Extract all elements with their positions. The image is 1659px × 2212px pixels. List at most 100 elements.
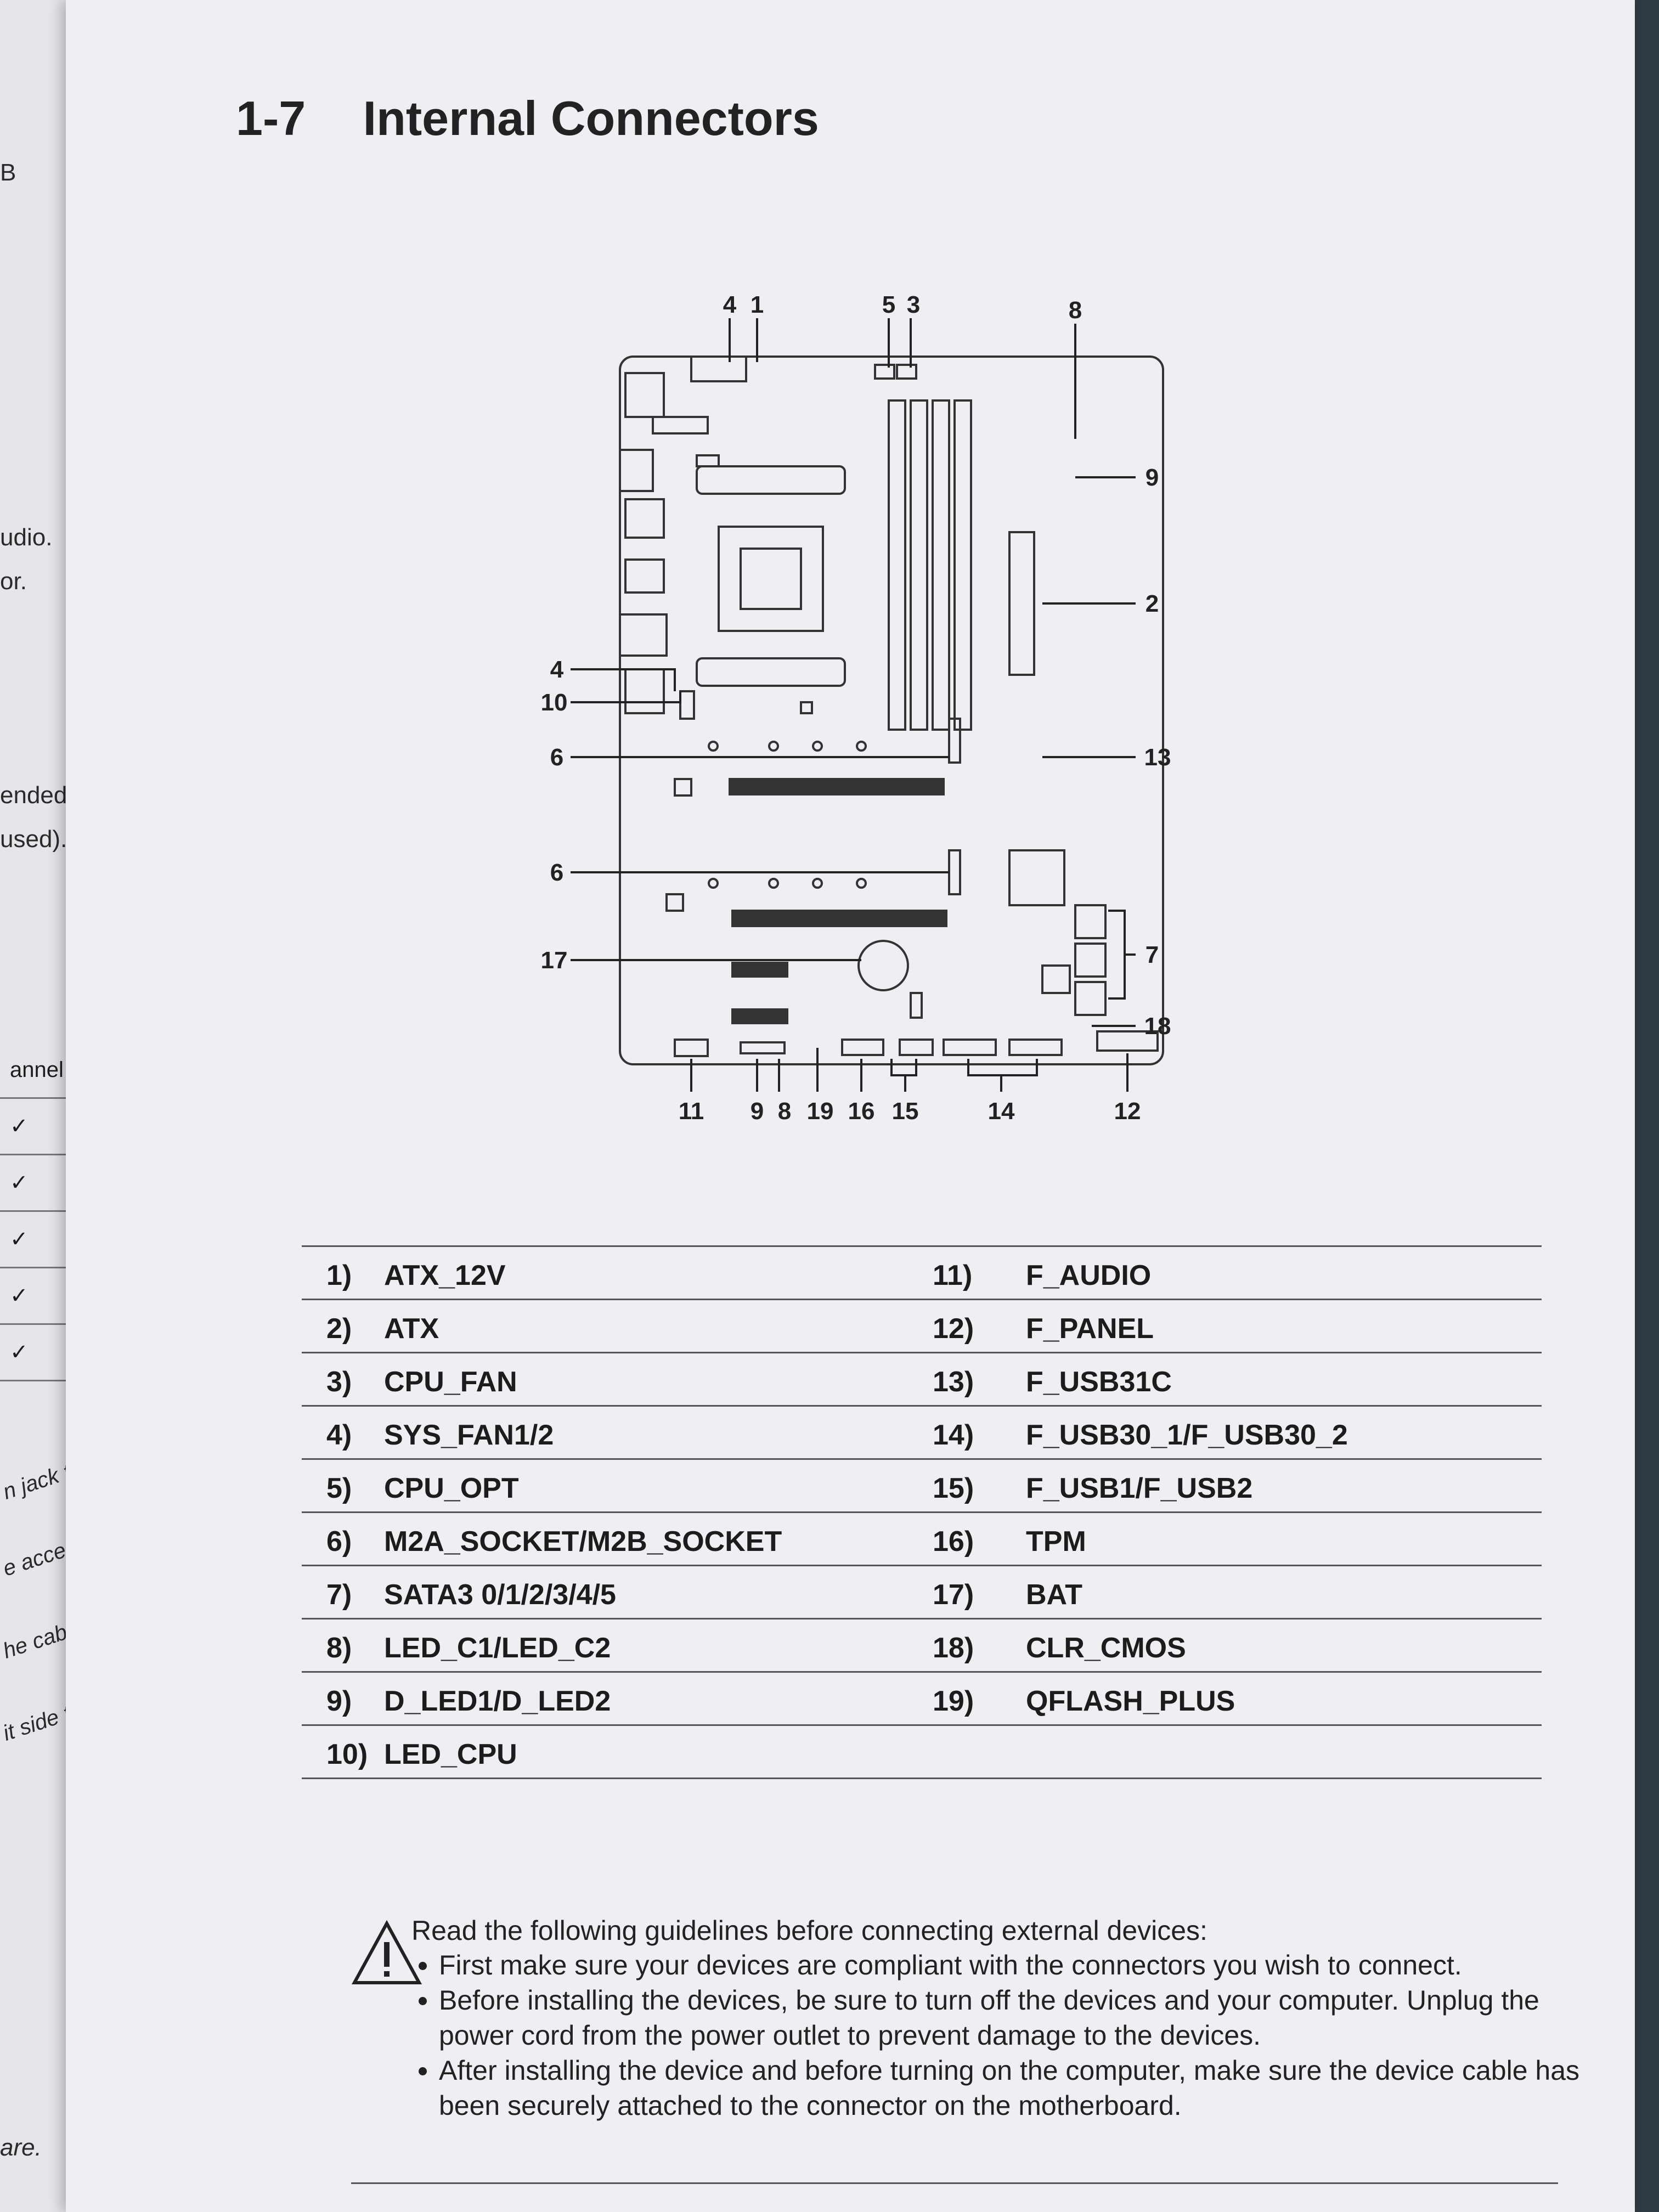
check-mark: ✓ <box>0 1099 82 1155</box>
table-row: 8) LED_C1/LED_C2 18) CLR_CMOS <box>302 1618 1542 1671</box>
section-number: 1-7 <box>236 91 306 145</box>
item-number: 15) <box>933 1472 974 1504</box>
connector-name: LED_C1/LED_C2 <box>384 1632 611 1664</box>
sata-port <box>1074 904 1107 939</box>
table-row: 2) ATX 12) F_PANEL <box>302 1299 1542 1352</box>
table-row: 4) SYS_FAN1/2 14) F_USB30_1/F_USB30_2 <box>302 1405 1542 1458</box>
callout-label: 16 <box>848 1098 875 1125</box>
callout-label: 14 <box>988 1098 1015 1125</box>
callout-label: 19 <box>807 1098 834 1125</box>
connector-name: M2A_SOCKET/M2B_SOCKET <box>384 1526 782 1558</box>
fragment-text: udio. <box>0 524 53 551</box>
connector-name: F_USB31C <box>1026 1366 1172 1398</box>
callout-label: 13 <box>1144 744 1171 771</box>
connector-name: SYS_FAN1/2 <box>384 1419 554 1451</box>
item-number: 3) <box>326 1366 352 1398</box>
item-number: 2) <box>326 1313 352 1345</box>
table-row: 6) M2A_SOCKET/M2B_SOCKET 16) TPM <box>302 1511 1542 1565</box>
connector-name: F_AUDIO <box>1026 1260 1152 1291</box>
callout-label: 6 <box>550 859 563 886</box>
table-row: 9) D_LED1/D_LED2 19) QFLASH_PLUS <box>302 1671 1542 1724</box>
item-number: 19) <box>933 1685 974 1717</box>
partial-table: annel ✓ ✓ ✓ ✓ ✓ <box>0 1042 82 1415</box>
table-row: 1) ATX_12V 11) F_AUDIO <box>302 1245 1542 1299</box>
dimm-slot <box>888 399 906 731</box>
callout-label: 3 <box>907 291 920 318</box>
warning-list: First make sure your devices are complia… <box>411 1948 1580 2123</box>
callout-label: 8 <box>778 1098 791 1125</box>
motherboard-diagram: 4 1 5 3 8 9 2 13 7 18 4 10 6 6 17 11 9 8… <box>541 291 1171 1125</box>
callout-label: 10 <box>541 689 568 716</box>
callout-label: 8 <box>1069 297 1082 324</box>
item-number: 8) <box>326 1632 352 1664</box>
item-number: 4) <box>326 1419 352 1451</box>
callout-label: 5 <box>882 291 895 318</box>
item-number: 7) <box>326 1579 352 1611</box>
fragment-text: used). <box>0 826 67 853</box>
sata-port <box>1074 943 1107 978</box>
table-row: 7) SATA3 0/1/2/3/4/5 17) BAT <box>302 1565 1542 1618</box>
item-number: 5) <box>326 1472 352 1504</box>
connector-name: CPU_OPT <box>384 1472 519 1504</box>
callout-label: 4 <box>550 656 564 683</box>
dimm-slot <box>910 399 928 731</box>
connector-name: F_PANEL <box>1026 1313 1154 1345</box>
callout-label: 12 <box>1114 1098 1141 1125</box>
board-outline <box>619 356 1164 1065</box>
item-number: 10) <box>326 1739 368 1770</box>
atx-power-header <box>1008 531 1035 676</box>
callout-label: 9 <box>751 1098 764 1125</box>
connector-name: F_USB1/F_USB2 <box>1026 1472 1253 1504</box>
callout-label: 7 <box>1146 941 1159 968</box>
item-number: 11) <box>933 1260 973 1291</box>
section-heading: 1-7 Internal Connectors <box>236 91 819 146</box>
manual-page: 1-7 Internal Connectors <box>66 0 1635 2212</box>
callout-label: 2 <box>1146 590 1159 617</box>
pcie-slot <box>731 910 947 927</box>
callout-label: 15 <box>892 1098 919 1125</box>
list-item: First make sure your devices are complia… <box>439 1948 1580 1983</box>
warning-icon <box>351 1920 422 1984</box>
fragment-text: B <box>0 159 16 186</box>
footer-rule <box>351 2182 1558 2184</box>
section-title: Internal Connectors <box>363 91 819 145</box>
item-number: 17) <box>933 1579 974 1611</box>
table-row: 3) CPU_FAN 13) F_USB31C <box>302 1352 1542 1405</box>
table-row: 10) LED_CPU <box>302 1724 1542 1779</box>
list-item: After installing the device and before t… <box>439 2053 1580 2123</box>
check-mark: ✓ <box>0 1268 82 1325</box>
cpu-socket <box>718 526 824 632</box>
check-mark: ✓ <box>0 1155 82 1212</box>
callout-label: 11 <box>679 1098 704 1125</box>
connector-table: 1) ATX_12V 11) F_AUDIO 2) ATX 12) F_PANE… <box>302 1245 1542 1779</box>
item-number: 14) <box>933 1419 974 1451</box>
partial-table-header: annel <box>0 1042 82 1099</box>
item-number: 9) <box>326 1685 352 1717</box>
connector-name: QFLASH_PLUS <box>1026 1685 1235 1717</box>
battery <box>857 940 909 991</box>
list-item: Before installing the devices, be sure t… <box>439 1983 1580 2053</box>
connector-name: ATX_12V <box>384 1260 506 1291</box>
connector-name: BAT <box>1026 1579 1083 1611</box>
item-number: 6) <box>326 1526 352 1558</box>
connector-name: SATA3 0/1/2/3/4/5 <box>384 1579 616 1611</box>
connector-name: D_LED1/D_LED2 <box>384 1685 611 1717</box>
connector-name: TPM <box>1026 1526 1086 1558</box>
fragment-text: or. <box>0 568 27 595</box>
connector-name: CPU_FAN <box>384 1366 517 1398</box>
table-row: 5) CPU_OPT 15) F_USB1/F_USB2 <box>302 1458 1542 1511</box>
sata-port <box>1074 981 1107 1016</box>
item-number: 13) <box>933 1366 974 1398</box>
item-number: 12) <box>933 1313 974 1345</box>
connector-name: CLR_CMOS <box>1026 1632 1186 1664</box>
fragment-text: ended <box>0 782 67 809</box>
callout-label: 18 <box>1144 1013 1171 1040</box>
fragment-text: are. <box>0 2134 42 2161</box>
chipset <box>1008 849 1065 906</box>
callout-label: 17 <box>541 947 568 974</box>
check-mark: ✓ <box>0 1212 82 1268</box>
pcie-slot <box>729 778 945 795</box>
check-mark: ✓ <box>0 1325 82 1381</box>
connector-name: ATX <box>384 1313 439 1345</box>
item-number: 18) <box>933 1632 974 1664</box>
